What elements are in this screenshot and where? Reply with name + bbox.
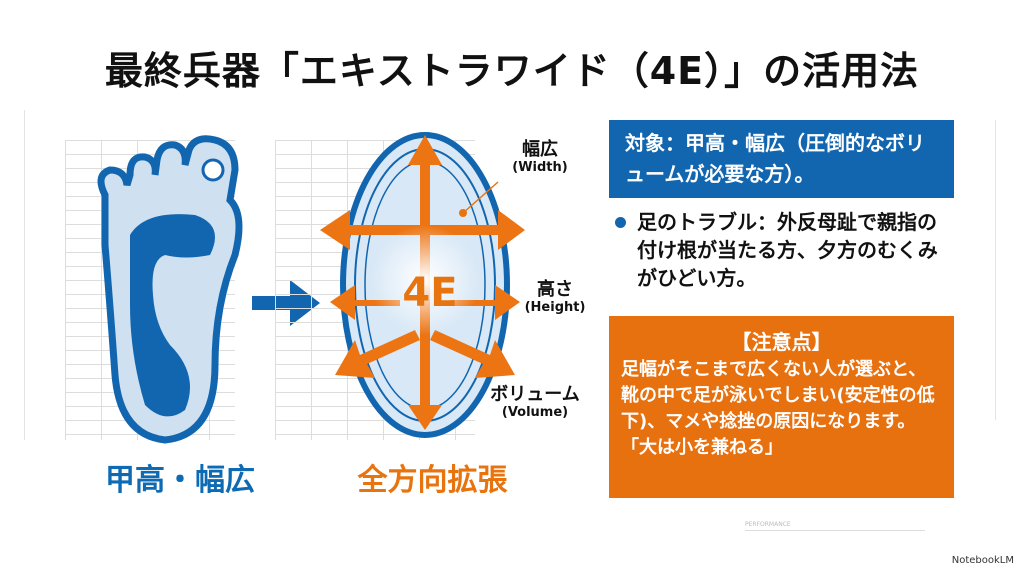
width-pointer-line	[459, 181, 499, 217]
bullet-dot-icon	[615, 217, 626, 228]
trouble-bullet: 足のトラブル：外反母趾で親指の付け根が当たる方、夕方のむくみがひどい方。	[615, 208, 955, 292]
label-height-jp: 高さ	[537, 279, 573, 300]
label-volume: ボリューム (Volume)	[480, 384, 590, 421]
frame-right	[975, 120, 996, 420]
big-toe-nail	[201, 158, 225, 182]
label-width-en: (Width)	[512, 159, 568, 175]
label-height-en: (Height)	[524, 299, 586, 315]
caption-all-direction: 全方向拡張	[357, 463, 508, 498]
frame-left	[24, 110, 55, 440]
caption-instep-width: 甲高・幅広	[105, 463, 255, 498]
label-volume-jp: ボリューム	[490, 384, 580, 405]
caution-body: 足幅がそこまで広くない人が選ぶと、靴の中で足が泳いでしまい(安定性の低下)、マメ…	[621, 359, 935, 459]
caution-heading: 【注意点】	[731, 330, 832, 354]
label-width: 幅広 (Width)	[505, 139, 575, 176]
foot-illustration	[97, 135, 243, 444]
label-volume-en: (Volume)	[501, 404, 569, 420]
label-4e: 4E	[402, 270, 458, 316]
trouble-text: 足のトラブル：外反母趾で親指の付け根が当たる方、夕方のむくみがひどい方。	[637, 210, 938, 290]
performance-label: PERFORMANCE	[745, 521, 791, 528]
target-box: 対象：甲高・幅広（圧倒的なボリュームが必要な方）。	[609, 120, 954, 198]
notebooklm-badge: NotebookLM	[947, 553, 1018, 568]
label-width-jp: 幅広	[522, 139, 558, 160]
caution-box: 【注意点】 足幅がそこまで広くない人が選ぶと、靴の中で足が泳いでしまい(安定性の…	[609, 316, 954, 498]
page-title: 最終兵器「エキストラワイド（4E）」の活用法	[104, 49, 920, 93]
label-height: 高さ (Height)	[520, 279, 590, 316]
performance-line	[745, 530, 925, 531]
